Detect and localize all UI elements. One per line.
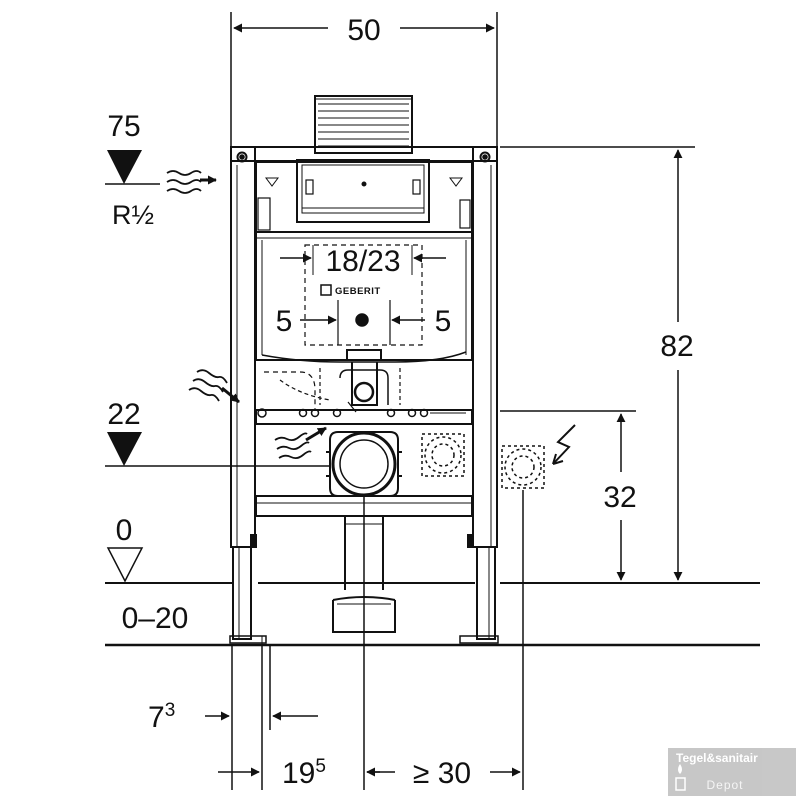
supply-thread-label: R½ [112, 200, 154, 230]
level-marker-0 [106, 547, 144, 583]
offset-left-label: 5 [276, 305, 293, 338]
watermark-line2: Depot [706, 778, 743, 792]
dimension-lines [205, 12, 695, 790]
water-supply-icon-lower [188, 369, 240, 404]
watermark: Tegel&sanitair Depot [668, 748, 796, 796]
leg-offset-label: 73 [148, 700, 175, 734]
electrical-sockets [421, 433, 545, 489]
level-marker-22 [105, 432, 330, 467]
floor-lines [105, 582, 760, 647]
side-clearance-label: ≥ 30 [413, 757, 471, 790]
electric-height-label: 32 [603, 481, 636, 514]
flush-valve-housing [257, 95, 471, 231]
brand-logo: GEBERIT [320, 284, 381, 297]
lightning-icon [552, 424, 576, 465]
leg-width-label: 195 [282, 756, 326, 790]
water-supply-icon [166, 170, 217, 194]
floor-level-label: 0 [116, 514, 133, 547]
cistern-internals [257, 244, 466, 418]
button-width-label: 18/23 [325, 245, 400, 278]
svg-text:GEBERIT: GEBERIT [335, 286, 381, 297]
floor-range-label: 0–20 [122, 602, 189, 635]
level-marker-75 [105, 150, 160, 185]
offset-right-label: 5 [435, 305, 452, 338]
supply-height-label: 75 [107, 110, 140, 143]
mounting-frame [229, 146, 499, 645]
height-label: 82 [660, 330, 693, 363]
watermark-line1: Tegel&sanitair [676, 751, 758, 765]
flush-flow-icon [274, 426, 327, 460]
flush-pipe-height-label: 22 [107, 398, 140, 431]
width-label: 50 [347, 14, 380, 47]
